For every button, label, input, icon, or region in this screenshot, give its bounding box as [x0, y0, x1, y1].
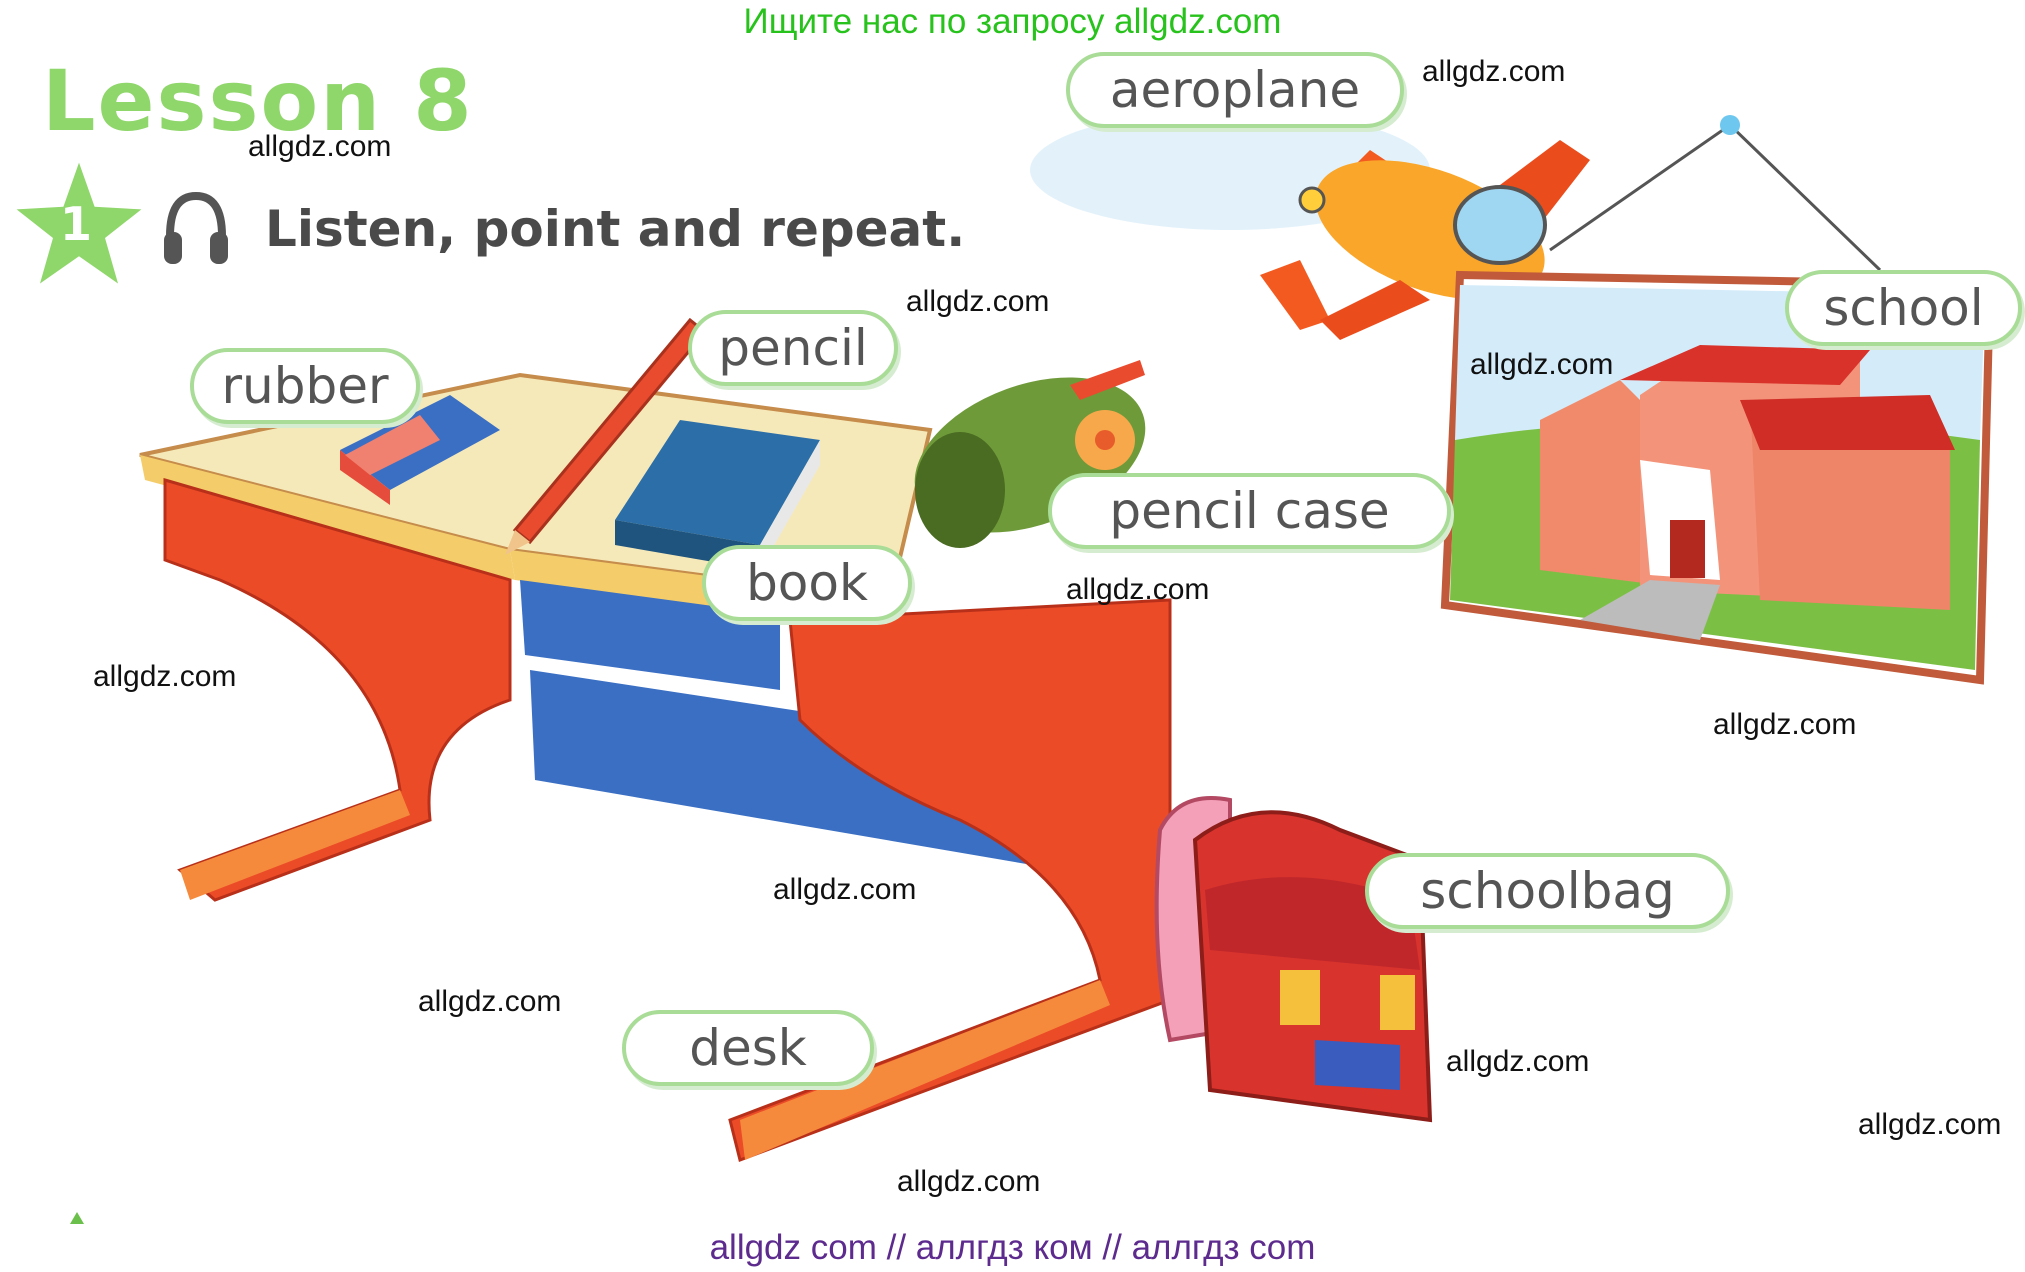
label-rubber: rubber [190, 348, 420, 424]
watermark: allgdz.com [1858, 1108, 2002, 1141]
watermark: allgdz.com [248, 130, 392, 163]
exercise-instruction: Listen, point and repeat. [265, 200, 966, 258]
lesson-title: Lesson 8 [42, 52, 474, 150]
triangle-marker [70, 1212, 84, 1224]
headphones-icon [164, 191, 228, 264]
aeroplane-illustration [1260, 140, 1590, 340]
label-school: school [1785, 270, 2022, 346]
watermark: allgdz.com [1713, 708, 1857, 741]
watermark: allgdz.com [1422, 55, 1566, 88]
watermark: allgdz.com [1446, 1045, 1590, 1078]
watermark: allgdz.com [1066, 573, 1210, 606]
school-poster-illustration [1432, 115, 1995, 685]
watermark: allgdz.com [773, 873, 917, 906]
top-banner: Ищите нас по запросу allgdz.com [743, 2, 1282, 41]
label-pencil: pencil [688, 310, 898, 386]
label-schoolbag: schoolbag [1365, 853, 1730, 929]
rubber-illustration [340, 395, 500, 505]
star-icon [16, 162, 142, 284]
label-pencil-case: pencil case [1048, 473, 1451, 549]
label-book: book [702, 545, 912, 621]
bottom-banner: allgdz com // аллгдз ком // аллгдз com [709, 1228, 1316, 1267]
label-desk: desk [622, 1010, 874, 1086]
watermark: allgdz.com [418, 985, 562, 1018]
label-aeroplane: aeroplane [1066, 52, 1404, 128]
watermark: allgdz.com [906, 285, 1050, 318]
schoolbag-illustration [1154, 796, 1433, 1123]
exercise-number: 1 [60, 197, 93, 251]
watermark: allgdz.com [93, 660, 237, 693]
watermark: allgdz.com [897, 1165, 1041, 1198]
watermark: allgdz.com [1470, 348, 1614, 381]
